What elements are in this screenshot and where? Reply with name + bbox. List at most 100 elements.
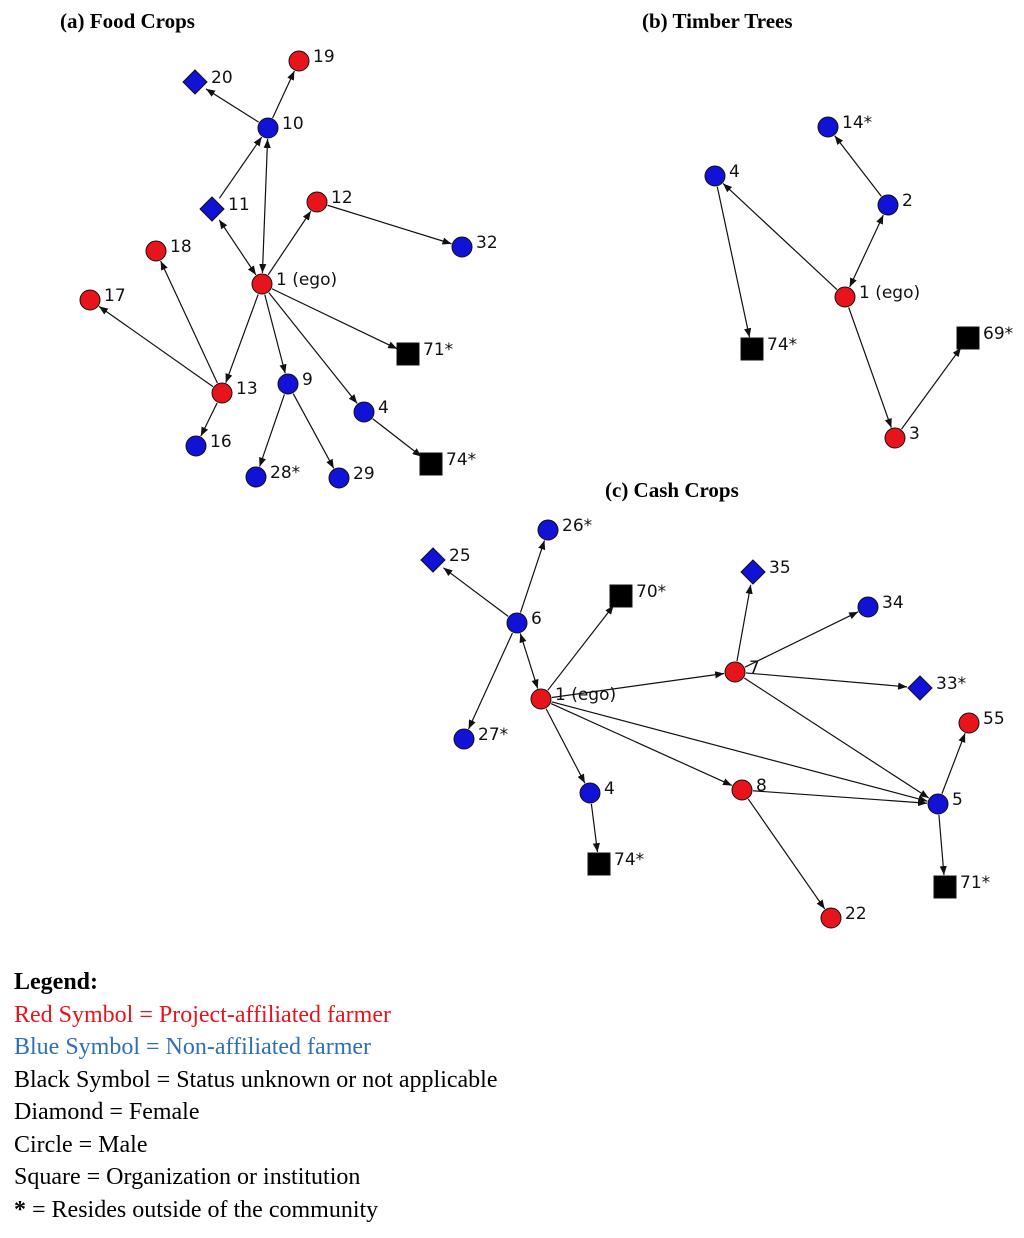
cash-node-71-square — [933, 875, 957, 899]
food-node-label-29: 29 — [353, 464, 375, 484]
cash-node-35-diamond — [740, 559, 766, 585]
panel-title-cash: (c) Cash Crops — [605, 478, 739, 502]
food-node-18-circle — [145, 240, 167, 262]
food-node-label-10: 10 — [282, 114, 304, 134]
cash-node-34-circle — [857, 596, 879, 618]
food-node-label-12: 12 — [331, 188, 353, 208]
cash-edge-7-to-35 — [736, 584, 753, 662]
cash-edge-1-to-8 — [550, 702, 733, 787]
food-edge-11-to-10 — [218, 136, 263, 199]
cash-node-label-4: 4 — [604, 779, 615, 799]
food-node-16-circle — [185, 435, 207, 457]
timber-edge-2-to-14 — [834, 135, 882, 197]
food-edge-1-to-11 — [218, 219, 257, 276]
food-edge-1-to-9 — [264, 294, 287, 374]
timber-node-label-69: 69* — [983, 324, 1013, 344]
food-node-label-11: 11 — [228, 195, 250, 215]
cash-edge-5-to-55 — [941, 733, 966, 794]
food-edge-13-to-16 — [200, 402, 218, 437]
legend-asterisk-text: = Resides outside of the community — [26, 1196, 379, 1223]
legend-square: Square = Organization or institution — [14, 1164, 361, 1190]
food-node-19-circle — [288, 50, 310, 72]
timber-node-14-circle — [817, 116, 839, 138]
food-edge-13-to-18 — [160, 260, 218, 384]
cash-node-25-diamond — [420, 547, 446, 573]
cash-node-26-circle — [537, 519, 559, 541]
food-node-label-1: 1 (ego) — [276, 270, 337, 290]
timber-edge-1-to-2 — [849, 214, 884, 288]
food-node-label-28: 28* — [270, 463, 300, 483]
food-node-9-circle — [277, 373, 299, 395]
cash-node-label-1: 1 (ego) — [555, 685, 616, 705]
cash-edge-1-to-7 — [551, 671, 725, 699]
edges-layer — [98, 70, 966, 910]
food-edge-10-to-20 — [205, 88, 260, 123]
panel-title-timber: (b) Timber Trees — [642, 9, 793, 33]
cash-edge-5-to-71 — [938, 814, 947, 876]
timber-edge-4-to-74 — [716, 186, 752, 338]
food-node-label-13: 13 — [236, 379, 258, 399]
legend: Legend: Red Symbol = Project-affiliated … — [14, 966, 714, 1226]
cash-node-label-33: 33* — [936, 674, 966, 694]
food-node-label-20: 20 — [211, 68, 233, 88]
cash-edge-7-to-33 — [745, 672, 908, 690]
food-node-1-circle — [251, 273, 273, 295]
cash-edge-1-to-4 — [545, 708, 586, 784]
food-node-20-diamond — [182, 69, 208, 95]
cash-node-label-55: 55 — [983, 709, 1005, 729]
cash-node-6-circle — [506, 612, 528, 634]
food-node-17-circle — [79, 289, 101, 311]
legend-diamond: Diamond = Female — [14, 1099, 200, 1125]
timber-node-4-circle — [704, 165, 726, 187]
cash-edge-6-to-26 — [519, 540, 546, 613]
food-node-32-circle — [451, 236, 473, 258]
food-edge-1-to-71 — [271, 288, 398, 350]
cash-node-8-circle — [731, 779, 753, 801]
cash-node-label-35: 35 — [769, 558, 791, 578]
cash-node-74-square — [587, 852, 611, 876]
food-node-28-circle — [245, 466, 267, 488]
cash-node-55-circle — [958, 712, 980, 734]
legend-asterisk: * = Resides outside of the community — [14, 1194, 714, 1227]
food-node-11-diamond — [199, 196, 225, 222]
timber-node-74-square — [740, 337, 764, 361]
legend-asterisk-symbol: * — [14, 1196, 26, 1223]
cash-node-5-circle — [927, 793, 949, 815]
cash-node-label-27: 27* — [478, 725, 508, 745]
cash-node-33-diamond — [907, 675, 933, 701]
cash-node-label-26: 26* — [562, 516, 592, 536]
cash-node-4-circle — [579, 782, 601, 804]
cash-edge-1-to-5 — [551, 701, 928, 803]
cash-node-label-8: 8 — [756, 776, 767, 796]
timber-node-3-circle — [884, 427, 906, 449]
legend-black-symbol: Black Symbol = Status unknown or not app… — [14, 1066, 498, 1093]
food-node-label-18: 18 — [170, 237, 192, 257]
cash-node-label-34: 34 — [882, 593, 904, 613]
timber-node-label-4: 4 — [729, 162, 740, 182]
food-edge-1-to-13 — [225, 294, 259, 383]
food-edge-1-to-10 — [259, 138, 271, 274]
food-node-13-circle — [211, 382, 233, 404]
food-node-4-circle — [353, 401, 375, 423]
cash-node-label-71: 71* — [960, 873, 990, 893]
panel-title-food: (a) Food Crops — [60, 9, 195, 33]
food-node-label-19: 19 — [313, 47, 335, 67]
cash-node-label-7: 7 — [749, 658, 760, 678]
legend-red-symbol: Red Symbol = Project-affiliated farmer — [14, 1001, 391, 1028]
food-node-label-4: 4 — [378, 398, 389, 418]
food-node-29-circle — [328, 467, 350, 489]
food-edge-1-to-12 — [267, 210, 312, 276]
food-edge-13-to-17 — [98, 305, 214, 388]
timber-edge-1-to-3 — [848, 307, 892, 428]
cash-edge-1-to-70 — [547, 605, 615, 691]
legend-blue-symbol: Blue Symbol = Non-affiliated farmer — [14, 1034, 371, 1060]
food-edge-4-to-74 — [372, 418, 422, 458]
timber-node-label-2: 2 — [902, 191, 913, 211]
cash-node-label-22: 22 — [845, 904, 867, 924]
food-edge-9-to-29 — [292, 393, 335, 469]
cash-edge-7-to-34 — [744, 611, 859, 668]
timber-node-69-square — [956, 326, 980, 350]
cash-edge-6-to-27 — [468, 632, 513, 730]
